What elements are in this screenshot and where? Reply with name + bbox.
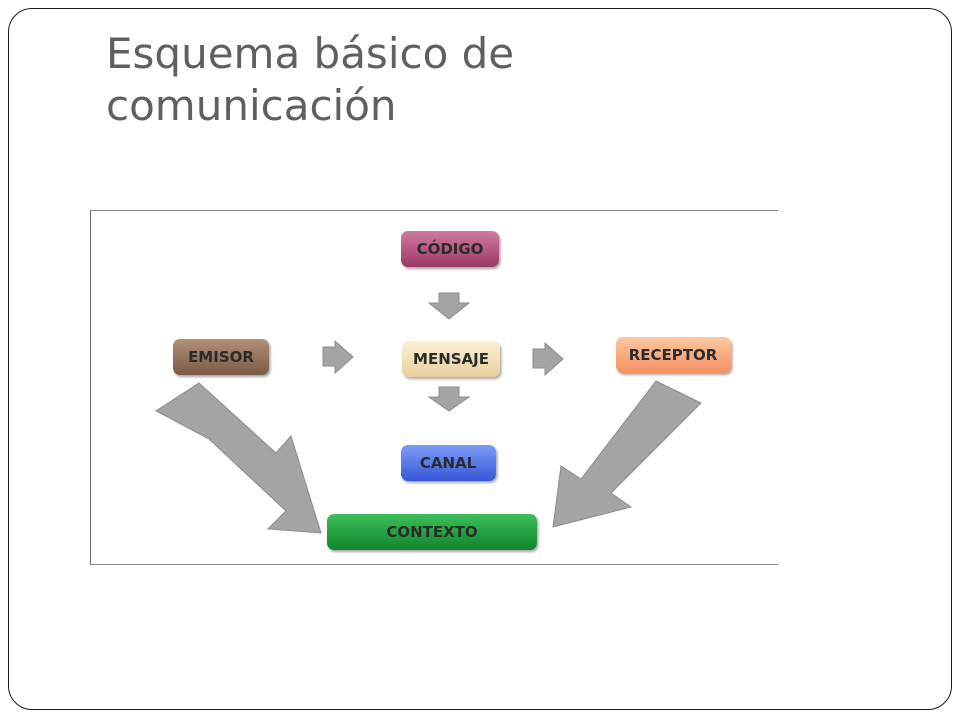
node-receptor: RECEPTOR bbox=[616, 337, 731, 373]
slide-title-line-2: comunicación bbox=[106, 81, 397, 130]
node-canal-label: CANAL bbox=[420, 454, 477, 472]
slide-title: Esquema básico de comunicación bbox=[106, 28, 806, 132]
slide-title-line-1: Esquema básico de bbox=[106, 29, 515, 78]
arrow-emisor-to-contexto bbox=[154, 382, 322, 534]
node-mensaje: MENSAJE bbox=[402, 341, 500, 377]
node-canal: CANAL bbox=[401, 445, 496, 481]
arrow-mensaje-to-receptor bbox=[532, 341, 564, 377]
node-contexto: CONTEXTO bbox=[327, 514, 537, 550]
diagram-canvas: CÓDIGO EMISOR MENSAJE RECEPTOR CANAL CON… bbox=[154, 231, 731, 550]
node-receptor-label: RECEPTOR bbox=[629, 346, 718, 364]
node-codigo-label: CÓDIGO bbox=[417, 239, 484, 258]
arrow-mensaje-to-canal bbox=[427, 386, 471, 412]
communication-diagram: CÓDIGO EMISOR MENSAJE RECEPTOR CANAL CON… bbox=[90, 210, 778, 565]
node-emisor-label: EMISOR bbox=[188, 348, 254, 366]
arrow-emisor-to-mensaje bbox=[322, 339, 354, 375]
node-mensaje-label: MENSAJE bbox=[413, 350, 489, 368]
arrow-codigo-to-mensaje bbox=[427, 292, 471, 320]
node-codigo: CÓDIGO bbox=[401, 231, 499, 267]
node-contexto-label: CONTEXTO bbox=[386, 523, 477, 541]
arrow-receptor-to-contexto bbox=[552, 380, 702, 528]
node-emisor: EMISOR bbox=[173, 339, 269, 375]
